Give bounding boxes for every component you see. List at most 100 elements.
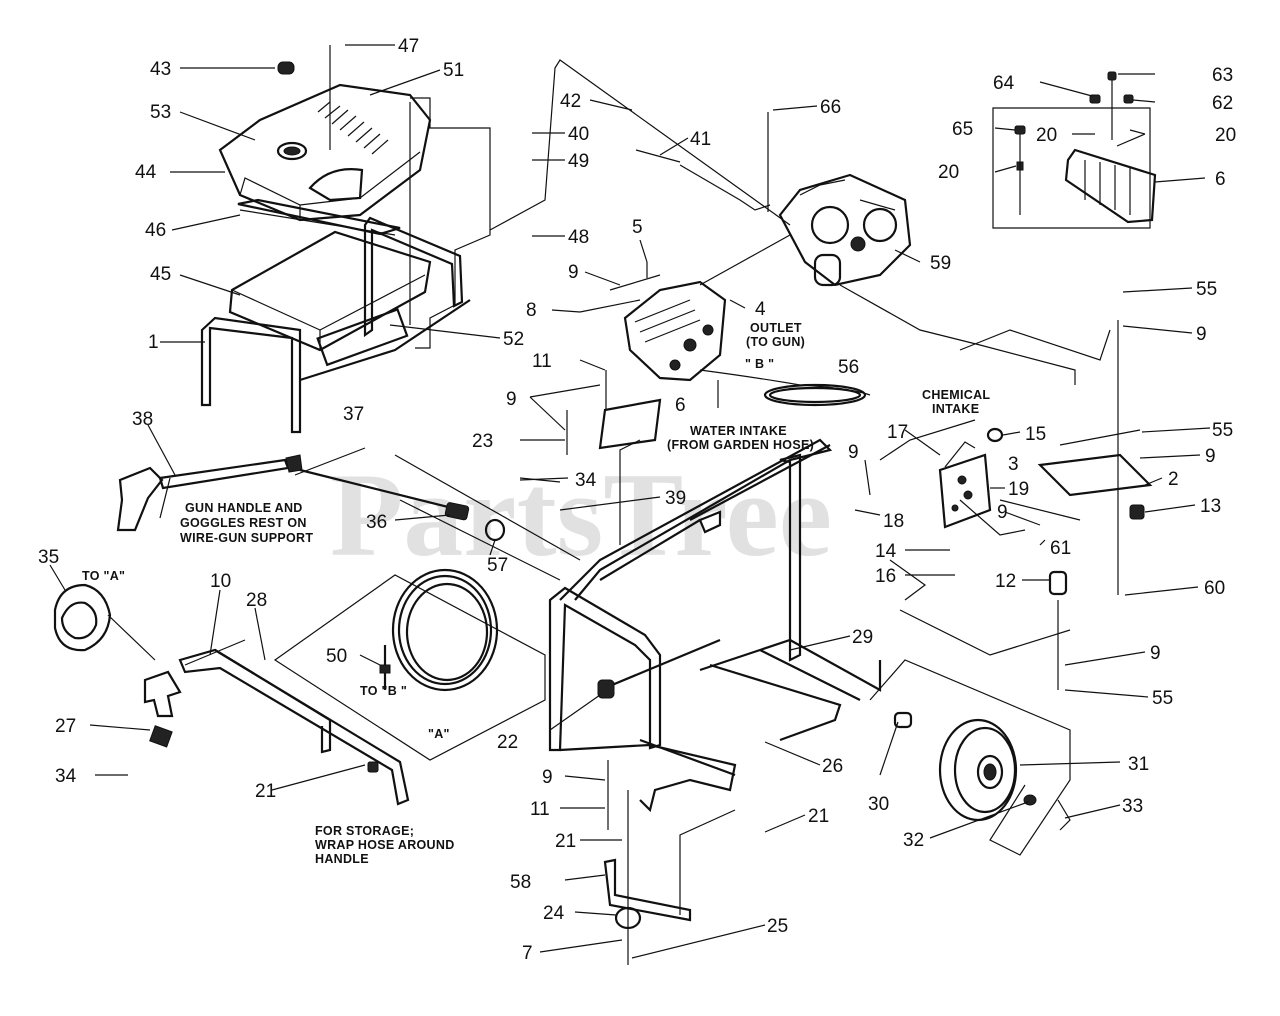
callout-24: 24	[543, 903, 565, 924]
callout-11b: 11	[530, 799, 550, 820]
note-a-marker: "A"	[428, 727, 450, 741]
callout-14: 14	[875, 541, 897, 562]
axle-bracket	[1037, 320, 1153, 690]
tank-stand	[200, 102, 471, 434]
callout-30: 30	[868, 794, 889, 815]
callout-20c: 20	[938, 162, 959, 183]
callout-9h: 9	[542, 767, 553, 788]
callout-33: 33	[1122, 796, 1143, 817]
callout-34a: 34	[575, 470, 597, 491]
note-outlet-2: (TO GUN)	[746, 335, 805, 349]
callout-15: 15	[1025, 424, 1046, 445]
callout-39: 39	[665, 488, 686, 509]
callout-21a: 21	[255, 781, 276, 802]
callout-27: 27	[55, 716, 76, 737]
callout-50: 50	[326, 646, 347, 667]
callout-28: 28	[246, 590, 267, 611]
engine	[778, 173, 912, 287]
callout-58: 58	[510, 872, 531, 893]
fuel-tank	[218, 45, 432, 222]
callout-42: 42	[560, 91, 581, 112]
callout-37: 37	[343, 404, 364, 425]
note-storage-1: FOR STORAGE;	[315, 824, 414, 838]
note-gun-2: GOGGLES REST ON	[180, 516, 307, 530]
callout-56: 56	[838, 357, 859, 378]
callout-22: 22	[497, 732, 518, 753]
lower-support	[603, 760, 692, 965]
callout-1: 1	[148, 332, 159, 353]
callout-9a: 9	[568, 262, 579, 283]
callout-3: 3	[1008, 454, 1019, 475]
callout-53: 53	[150, 102, 171, 123]
callout-21c: 21	[555, 831, 576, 852]
callout-numbers: 43 47 51 53 44 46 45 1 52 42 40 49 48 41…	[38, 36, 1236, 964]
callout-25: 25	[767, 916, 788, 937]
callout-17: 17	[887, 422, 908, 443]
callout-18: 18	[883, 511, 904, 532]
callout-62: 62	[1212, 93, 1233, 114]
callout-66: 66	[820, 97, 841, 118]
callout-11a: 11	[532, 351, 552, 372]
note-to-a: TO "A"	[82, 569, 125, 583]
main-frame	[548, 438, 882, 813]
callout-59: 59	[930, 253, 951, 274]
note-to-b: TO "B "	[360, 684, 407, 698]
callout-36: 36	[366, 512, 387, 533]
callout-20a: 20	[1036, 125, 1057, 146]
callout-65: 65	[952, 119, 973, 140]
callout-4: 4	[755, 299, 766, 320]
pump-assembly	[623, 280, 871, 408]
callout-9b: 9	[1196, 324, 1207, 345]
callout-20b: 20	[1215, 125, 1236, 146]
callout-47: 47	[398, 36, 419, 57]
watermark: PartsTree	[330, 448, 832, 581]
callout-31: 31	[1128, 754, 1149, 775]
callout-34b: 34	[55, 766, 77, 787]
callout-16: 16	[875, 566, 896, 587]
engine-mount-box	[992, 71, 1157, 229]
callout-49: 49	[568, 151, 589, 172]
wheel	[893, 711, 1071, 831]
diagram-notes: OUTLET (TO GUN) " B " CHEMICAL INTAKE WA…	[82, 321, 990, 866]
callout-10: 10	[210, 571, 231, 592]
callout-23: 23	[472, 431, 493, 452]
callout-13: 13	[1200, 496, 1221, 517]
callout-35: 35	[38, 547, 59, 568]
note-gun-3: WIRE-GUN SUPPORT	[180, 531, 313, 545]
callout-9e: 9	[848, 442, 859, 463]
note-outlet-1: OUTLET	[750, 321, 802, 335]
note-storage-3: HANDLE	[315, 852, 369, 866]
callout-55b: 55	[1212, 420, 1233, 441]
callout-8: 8	[526, 300, 537, 321]
handle-assembly	[178, 639, 410, 806]
note-storage-2: WRAP HOSE AROUND	[315, 838, 455, 852]
callout-43: 43	[150, 59, 171, 80]
note-gun-1: GUN HANDLE AND	[185, 501, 303, 515]
callout-55a: 55	[1196, 279, 1217, 300]
callout-44: 44	[135, 162, 157, 183]
callout-60: 60	[1204, 578, 1225, 599]
lance-wand	[299, 468, 506, 542]
note-water-1: WATER INTAKE	[690, 424, 787, 438]
note-b-marker: " B "	[745, 357, 774, 371]
callout-52: 52	[503, 329, 524, 350]
callout-26: 26	[822, 756, 843, 777]
callout-46: 46	[145, 220, 166, 241]
spray-gun	[116, 454, 303, 532]
callout-21b: 21	[808, 806, 829, 827]
callout-57: 57	[487, 555, 508, 576]
note-chemical-1: CHEMICAL	[922, 388, 990, 402]
goggles	[53, 583, 156, 661]
callout-41: 41	[690, 129, 711, 150]
leader-lines	[49, 44, 1211, 959]
callout-6b: 6	[675, 395, 686, 416]
hose-coil	[379, 568, 499, 692]
callout-51: 51	[443, 60, 464, 81]
callout-64: 64	[993, 73, 1015, 94]
callout-9g: 9	[1150, 643, 1161, 664]
callout-32: 32	[903, 830, 924, 851]
callout-2: 2	[1168, 469, 1179, 490]
callout-63: 63	[1212, 65, 1233, 86]
